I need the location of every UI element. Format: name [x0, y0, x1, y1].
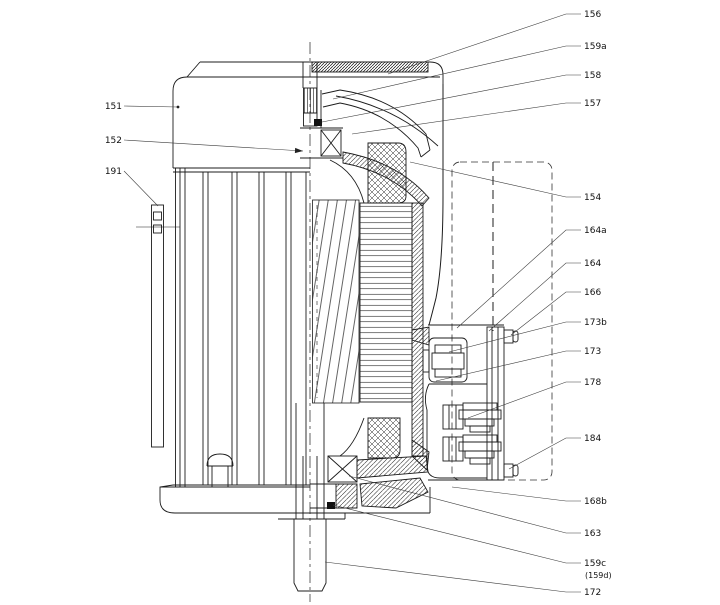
- fan: [320, 89, 439, 158]
- callout-173: 173: [435, 347, 601, 382]
- leader-line: [321, 74, 581, 123]
- callout-163: 163: [348, 475, 601, 539]
- leader-line: [324, 561, 581, 593]
- callout-158: 158: [321, 71, 601, 123]
- callout-label: 163: [584, 529, 601, 539]
- callout-184: 184: [508, 434, 601, 470]
- callout-layer: 151 152 191 156 159a 158 157 154 164a 164 166 173b 1…: [105, 10, 612, 598]
- callout-label: 172: [584, 588, 601, 598]
- callout-label: 168b: [584, 497, 607, 507]
- leader-line: [508, 437, 581, 470]
- callout-label: 191: [105, 167, 122, 177]
- callout-label: 159c: [584, 559, 606, 569]
- shaft: [293, 403, 327, 592]
- fan-cover-housing: [172, 61, 444, 173]
- leader-line: [451, 486, 581, 502]
- callout-159c: 159c (159d): [332, 504, 612, 580]
- callout-label: 159a: [584, 42, 607, 52]
- bottom-bearing: [327, 455, 358, 483]
- callout-178: 178: [467, 378, 601, 419]
- callout-157: 157: [351, 99, 601, 135]
- leader-line: [348, 475, 581, 534]
- callout-label: 173: [584, 347, 601, 357]
- leader-line: [510, 291, 581, 336]
- callout-label: 164: [584, 259, 601, 269]
- leader-line: [332, 45, 581, 100]
- callout-label: 154: [584, 193, 601, 203]
- phantom-outline-box: [451, 161, 553, 481]
- housing-right-profile: [428, 84, 444, 326]
- end-shield-bottom-section: [310, 455, 431, 513]
- callout-sublabel: (159d): [585, 571, 612, 580]
- callout-label: 173b: [584, 318, 607, 328]
- callout-label: 184: [584, 434, 601, 444]
- callout-164a: 164a: [456, 226, 607, 329]
- top-bearing: [320, 129, 342, 157]
- rotor: [312, 199, 360, 404]
- leader-line: [467, 381, 581, 419]
- callout-191: 191: [105, 167, 159, 207]
- callout-label: 152: [105, 136, 122, 146]
- stator-housing-fins: [173, 168, 310, 487]
- leader-line: [123, 105, 179, 108]
- shaft-top: [300, 62, 343, 159]
- callout-159a: 159a: [332, 42, 607, 100]
- callout-172: 172: [324, 561, 601, 598]
- leader-line: [488, 262, 581, 332]
- leader-line: [409, 161, 581, 198]
- callout-173b: 173b: [448, 318, 607, 353]
- connector-flange: [411, 324, 519, 481]
- callout-label: 158: [584, 71, 601, 81]
- callout-label: 164a: [584, 226, 607, 236]
- leader-line: [123, 170, 159, 207]
- leader-line: [456, 229, 581, 329]
- callout-166: 166: [510, 288, 601, 336]
- callout-164: 164: [488, 259, 601, 332]
- callout-label: 151: [105, 102, 122, 112]
- leader-dot: [176, 105, 180, 109]
- lower-plug-connectors: [424, 383, 502, 479]
- callout-label: 178: [584, 378, 601, 388]
- callout-label: 157: [584, 99, 601, 109]
- leader-arrow: [294, 147, 303, 154]
- fan-guard-section: [311, 61, 429, 73]
- stator-core: [359, 202, 413, 403]
- winding-bottom: [339, 417, 401, 459]
- leader-line: [435, 350, 581, 382]
- nameplate-strip: [136, 204, 180, 448]
- callout-152: 152: [105, 136, 304, 154]
- callout-156: 156: [387, 10, 601, 75]
- leader-line: [351, 102, 581, 135]
- leader-line: [448, 321, 581, 353]
- winding-top: [367, 142, 407, 204]
- callout-154: 154: [409, 161, 601, 203]
- leader-line: [332, 504, 581, 564]
- callout-label: 156: [584, 10, 601, 20]
- leader-line: [123, 139, 304, 152]
- leader-line: [387, 13, 581, 75]
- callout-label: 166: [584, 288, 601, 298]
- callout-168b: 168b: [451, 486, 607, 507]
- callout-151: 151: [105, 102, 180, 112]
